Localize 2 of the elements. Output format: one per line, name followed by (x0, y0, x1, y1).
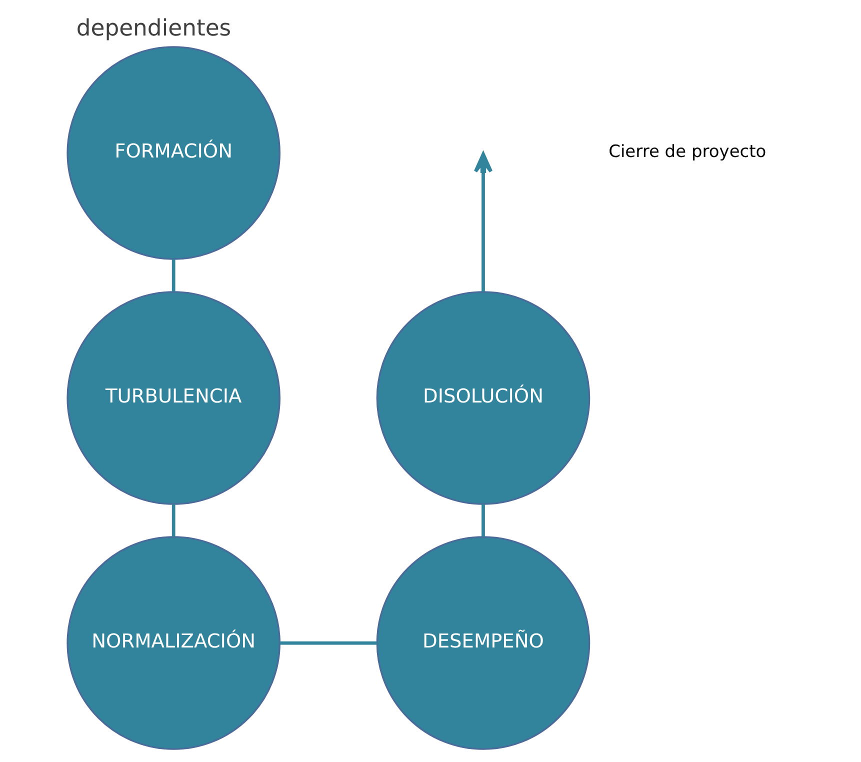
diagram-title: dependientes (76, 16, 232, 42)
label: Cierre de proyecto (608, 142, 766, 162)
